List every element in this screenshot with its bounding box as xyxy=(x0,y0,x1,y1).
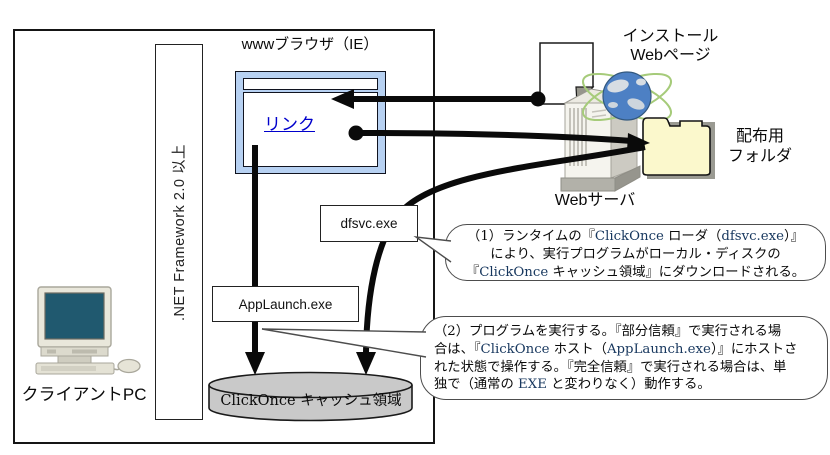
client-pc-label: クライアントPC xyxy=(21,385,147,404)
callout-step2: （2）プログラムを実行する。『部分信頼』で実行される場 合は、『ClickOnc… xyxy=(420,316,828,400)
dist-folder-label: 配布用 フォルダ xyxy=(727,128,792,165)
browser-window: リンク xyxy=(235,71,386,174)
callout-step2-tail xyxy=(261,328,427,358)
install-page-icon xyxy=(539,42,595,106)
dfsvc-box: dfsvc.exe xyxy=(320,205,418,242)
browser-content: リンク xyxy=(243,92,378,167)
web-server-icon xyxy=(560,88,641,192)
applaunch-box: AppLaunch.exe xyxy=(212,286,359,322)
browser-title: wwwブラウザ（IE） xyxy=(241,36,379,53)
browser-titlebar xyxy=(243,78,378,90)
dotnet-framework-label-wrap: .NET Framework 2.0 以上 xyxy=(155,44,203,420)
cache-cylinder-label: ClickOnce キャッシュ領域 xyxy=(220,393,402,409)
folder-icon xyxy=(642,117,715,179)
callout-step1-tail xyxy=(413,235,452,263)
globe-icon xyxy=(582,71,672,122)
callout-step1: （1）ランタイムの『ClickOnce ローダ（dfsvc.exe）』 により、… xyxy=(445,224,826,281)
dfsvc-label: dfsvc.exe xyxy=(340,216,398,231)
install-page-label: インストール Webページ xyxy=(622,28,719,64)
web-server-label: Webサーバ xyxy=(554,192,636,209)
dotnet-framework-box xyxy=(155,44,203,420)
applaunch-label: AppLaunch.exe xyxy=(238,296,333,312)
install-page-link[interactable]: リンク xyxy=(264,115,315,134)
dotnet-framework-label: .NET Framework 2.0 以上 xyxy=(172,143,189,321)
